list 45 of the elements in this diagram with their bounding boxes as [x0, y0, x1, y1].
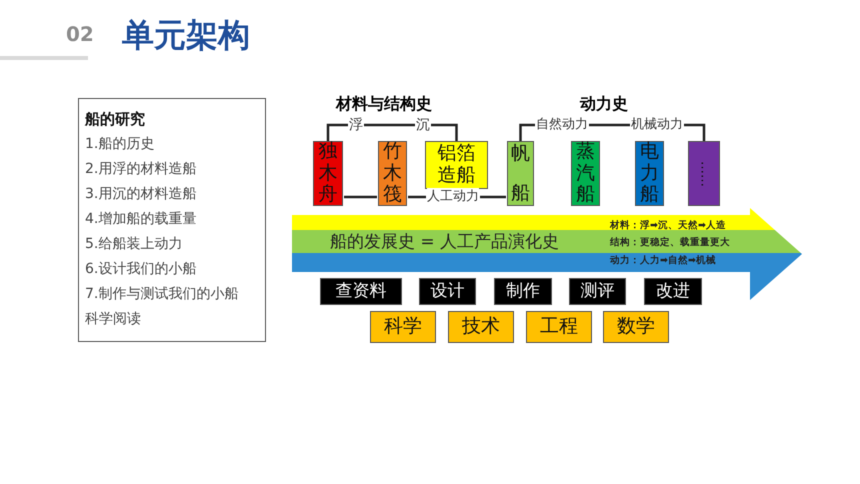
connector-line [408, 196, 426, 198]
boat-box: 蒸汽船 [571, 141, 600, 206]
boat-box: 改进 [644, 278, 702, 305]
list-item: 5.给船装上动力 [85, 235, 182, 254]
boat-box: 铝箔造船 [425, 141, 488, 189]
connector-line [519, 124, 535, 141]
connector-label: 浮 [349, 116, 363, 134]
boat-box: 数学 [603, 311, 669, 343]
group-heading: 动力史 [580, 94, 628, 115]
list-item: 6.设计我们的小船 [85, 260, 196, 279]
connector-line [344, 196, 377, 198]
boat-box: 制作 [494, 278, 552, 305]
boat-box: 工程 [526, 311, 592, 343]
connector-line [326, 124, 348, 141]
boat-box: 查资料 [320, 278, 402, 305]
boat-box: 竹木筏 [378, 141, 407, 206]
list-item: 1.船的历史 [85, 135, 154, 154]
boat-box: 科学 [370, 311, 436, 343]
boat-box: 测评 [569, 278, 626, 305]
connector-line [480, 196, 506, 198]
connector-line [364, 124, 415, 126]
boat-box: 技术 [448, 311, 514, 343]
arrow-heading: 船的发展史 = 人工产品演化史 [330, 232, 560, 252]
arrow-note: 动力：人力➡自然➡机械 [610, 255, 716, 266]
list-item: 4.增加船的载重量 [85, 210, 196, 229]
section-number: 02 [66, 22, 94, 46]
connector-line [684, 124, 706, 141]
panel-heading: 船的研究 [85, 109, 145, 130]
list-item: 2.用浮的材料造船 [85, 160, 196, 179]
group-heading: 材料与结构史 [336, 94, 432, 115]
text-panel [78, 98, 266, 342]
list-item: 7.制作与测试我们的小船 [85, 285, 238, 304]
page-title: 单元架构 [122, 15, 250, 56]
boat-box: 电力船 [635, 141, 664, 206]
connector-line [431, 124, 458, 141]
arrow-note: 材料：浮➡沉、天然➡人造 [610, 220, 726, 232]
boat-box: 帆船 [507, 141, 534, 206]
boat-box: 独木舟 [313, 141, 343, 206]
boat-box: 设计 [419, 278, 476, 305]
arrow-note: 结构：更稳定、载重量更大 [610, 237, 730, 248]
connector-line [589, 124, 630, 126]
list-item: 科学阅读 [85, 310, 141, 329]
list-item: 3.用沉的材料造船 [85, 185, 196, 204]
boat-box: …… [688, 141, 720, 206]
connector-label: 沉 [416, 116, 430, 134]
